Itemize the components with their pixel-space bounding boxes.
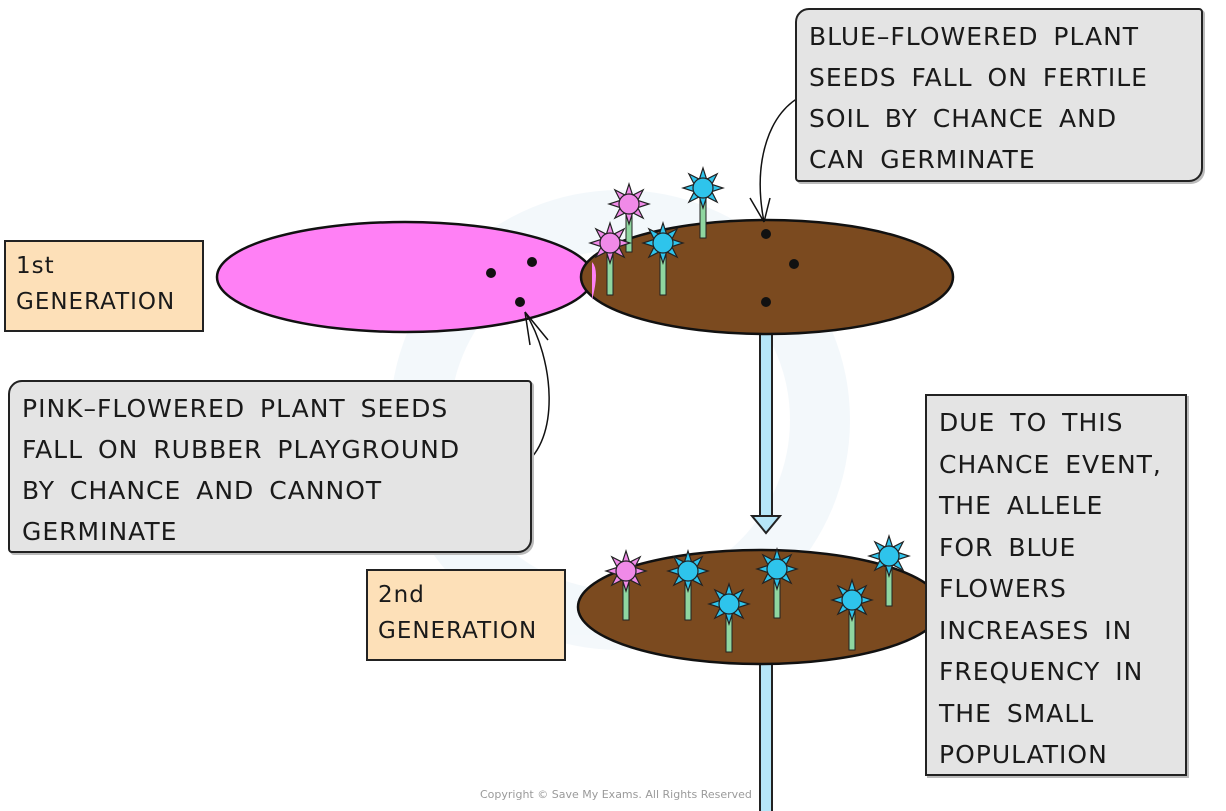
rubber-playground xyxy=(215,220,595,334)
note-line: FREQUENCY IN xyxy=(939,657,1144,686)
flower-center xyxy=(615,560,637,582)
first-generation-label: 1st GENERATION xyxy=(4,240,204,332)
note-line: POPULATION xyxy=(939,740,1108,769)
blue-flower-icon xyxy=(867,534,911,607)
flower-center xyxy=(766,558,788,580)
flower-center xyxy=(718,593,740,615)
label-line: GENERATION xyxy=(378,618,538,644)
petal xyxy=(698,166,708,180)
label-line: 2nd xyxy=(378,582,425,608)
arrow-gen1-to-gen2 xyxy=(749,331,783,535)
outcome-note: DUE TO THIS CHANCE EVENT, THE ALLELE FOR… xyxy=(925,394,1187,776)
blue-flower-icon xyxy=(707,582,751,653)
pink-flower-icon xyxy=(607,182,651,253)
note-line: SOIL BY CHANCE AND xyxy=(809,104,1118,133)
note-line: DUE TO THIS xyxy=(939,408,1124,437)
petal xyxy=(884,534,894,548)
note-line: FOR BLUE xyxy=(939,532,1077,562)
blue-flower-icon xyxy=(681,166,725,239)
blue-flower-icon xyxy=(666,549,710,621)
note-line: BY CHANCE AND CANNOT xyxy=(22,476,383,505)
second-generation-label: 2nd GENERATION xyxy=(366,569,566,661)
petal xyxy=(897,551,911,561)
flower-center xyxy=(677,560,699,582)
copyright-notice: Copyright © Save My Exams. All Rights Re… xyxy=(480,788,752,801)
petal xyxy=(624,182,634,196)
pink-seeds-note: PINK–FLOWERED PLANT SEEDS FALL ON RUBBER… xyxy=(8,380,532,553)
note-line: FLOWERS xyxy=(939,574,1067,603)
note-line: CHANCE EVENT, xyxy=(939,449,1162,479)
flowers-layer xyxy=(588,166,911,653)
pointer-pink-note xyxy=(522,311,550,466)
label-line: GENERATION xyxy=(16,289,176,315)
petal xyxy=(867,551,881,561)
note-line: PINK–FLOWERED PLANT SEEDS xyxy=(22,394,449,423)
pink-flower-icon xyxy=(588,221,632,296)
flower-center xyxy=(652,232,674,254)
note-line: THE ALLELE xyxy=(939,491,1104,520)
seed-dot xyxy=(761,229,771,239)
flower-center xyxy=(618,193,640,215)
pointer-blue-note xyxy=(759,94,805,223)
flower-center xyxy=(878,545,900,567)
flower-center xyxy=(841,589,863,611)
note-line: THE SMALL xyxy=(939,698,1095,728)
blue-flower-icon xyxy=(641,221,685,296)
petal xyxy=(681,183,695,193)
note-line: FALL ON RUBBER PLAYGROUND xyxy=(22,435,461,464)
fertile-soil-gen1 xyxy=(579,218,955,336)
pink-flower-icon xyxy=(604,549,648,621)
blue-flower-icon xyxy=(830,578,874,651)
note-line: SEEDS FALL ON FERTILE xyxy=(809,63,1148,92)
blue-seeds-note: BLUE–FLOWERED PLANT SEEDS FALL ON FERTIL… xyxy=(795,8,1203,182)
petal xyxy=(711,183,725,193)
note-line: BLUE–FLOWERED PLANT xyxy=(809,22,1140,51)
seed-dot xyxy=(515,297,525,307)
note-line: CAN GERMINATE xyxy=(809,145,1036,174)
flower-center xyxy=(692,177,714,199)
note-line: INCREASES IN xyxy=(939,615,1133,645)
seed-dot xyxy=(789,259,799,269)
arrow-continues-down xyxy=(759,661,773,811)
flower-center xyxy=(599,232,621,254)
label-line: 1st xyxy=(16,253,55,279)
blue-flower-icon xyxy=(755,547,799,619)
note-line: GERMINATE xyxy=(22,517,178,546)
seed-dot xyxy=(486,268,496,278)
seed-dot xyxy=(527,257,537,267)
seed-dot xyxy=(761,297,771,307)
